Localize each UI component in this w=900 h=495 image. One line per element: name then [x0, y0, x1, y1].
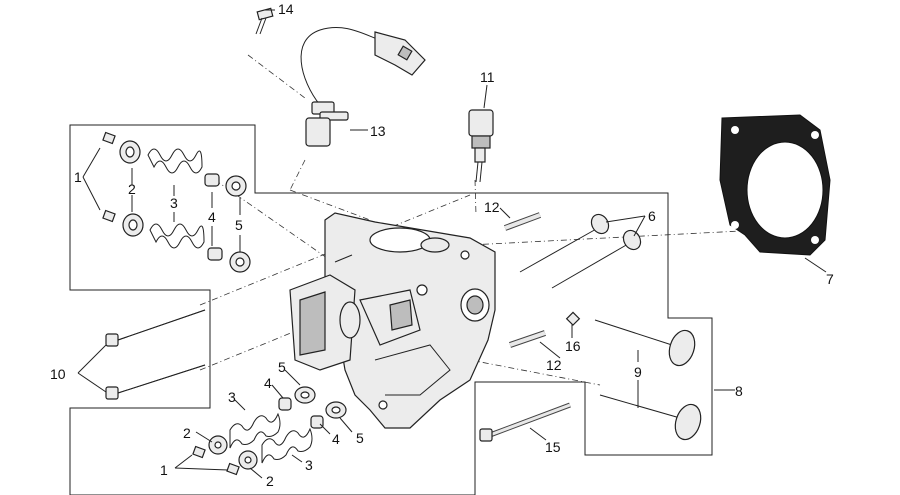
callout-15: 15	[545, 439, 561, 455]
callout-11: 11	[480, 69, 495, 85]
callout-labels: 14 13 11 7 1 2 3 4 5 10 12 6 8 9 16 12 1…	[50, 1, 834, 489]
callout-6: 6	[648, 208, 656, 224]
callout-10: 10	[50, 366, 66, 382]
callout-7: 7	[826, 271, 834, 287]
valves-9	[594, 319, 702, 441]
callout-4-upper: 4	[208, 209, 216, 225]
callout-5-upper: 5	[235, 217, 243, 233]
callout-1-upper: 1	[74, 169, 82, 185]
callout-8: 8	[735, 383, 743, 399]
callout-13: 13	[370, 123, 386, 139]
callout-14: 14	[278, 1, 294, 17]
callout-4-lower-b: 4	[332, 431, 340, 447]
screw-part-14	[255, 7, 274, 35]
valves-6	[519, 213, 642, 289]
leader-lines	[77, 9, 827, 479]
bolt-15	[479, 402, 571, 442]
callout-2-upper: 2	[128, 181, 136, 197]
key-part-16	[565, 311, 581, 326]
callout-3-lower-a: 3	[228, 389, 236, 405]
callout-12-upper: 12	[484, 199, 500, 215]
sensor-part-13	[300, 26, 426, 147]
valve-springs-lower	[192, 386, 347, 476]
head-gasket-7	[719, 114, 831, 256]
callout-2-lower-b: 2	[266, 473, 274, 489]
valve-springs-upper	[102, 131, 251, 273]
callout-12-lower: 12	[546, 357, 562, 373]
studs-12	[503, 212, 546, 348]
callout-9: 9	[634, 364, 642, 380]
callout-16: 16	[565, 338, 581, 354]
sensor-part-11	[468, 109, 494, 183]
long-bolts-10	[105, 309, 206, 400]
callout-4-lower-a: 4	[264, 375, 272, 391]
cylinder-head	[289, 212, 496, 429]
callout-5-lower-a: 5	[278, 359, 286, 375]
callout-1-lower: 1	[160, 462, 168, 478]
callout-3-upper: 3	[170, 195, 178, 211]
callout-2-lower-a: 2	[183, 425, 191, 441]
callout-3-lower-b: 3	[305, 457, 313, 473]
callout-5-lower-b: 5	[356, 430, 364, 446]
